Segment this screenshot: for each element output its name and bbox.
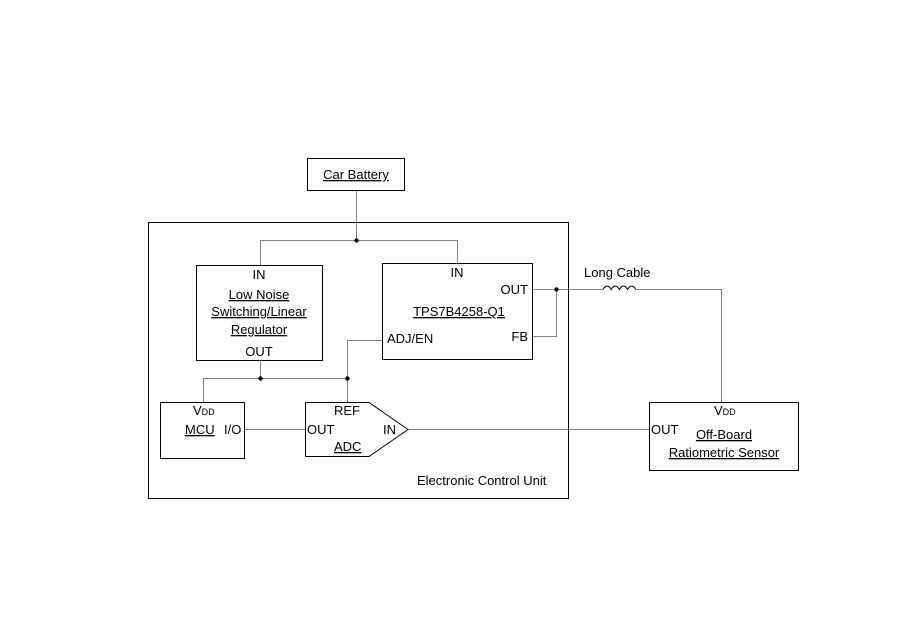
ecu-label: Electronic Control Unit: [417, 473, 547, 488]
tps-fb-pin: FB: [511, 329, 528, 344]
adc-ref-pin: REF: [334, 403, 360, 418]
adc-block: REF OUT IN ADC: [305, 402, 409, 457]
wires: [203, 190, 722, 430]
long-cable-label: Long Cable: [584, 265, 651, 280]
tps7b4258-block: IN OUT TPS7B4258-Q1 ADJ/EN FB: [382, 263, 533, 360]
regulator-in-pin: IN: [253, 267, 266, 282]
inductor-cable-icon: [602, 285, 637, 291]
sensor-vdd-label: VDD: [714, 403, 736, 418]
sensor-block: VDD OUT Off-Board Ratiometric Sensor: [649, 402, 799, 471]
ecu-boundary: Electronic Control Unit: [148, 222, 569, 499]
tps-adj-pin: ADJ/EN: [387, 331, 433, 346]
tps-in-pin: IN: [451, 265, 464, 280]
car-battery-block: Car Battery: [307, 158, 405, 191]
adc-out-pin: OUT: [307, 422, 335, 437]
battery-label: Car Battery: [323, 167, 389, 182]
mcu-name: MCU: [185, 422, 215, 437]
sensor-name-2: Ratiometric Sensor: [669, 445, 780, 460]
regulator-out-pin: OUT: [245, 344, 273, 359]
adc-name: ADC: [334, 439, 361, 454]
mcu-vdd-label: VDD: [193, 403, 215, 418]
tps-name: TPS7B4258-Q1: [413, 304, 505, 319]
regulator-name-2: Switching/Linear: [211, 304, 307, 319]
adc-in-pin: IN: [383, 422, 396, 437]
mcu-io-pin: I/O: [224, 422, 241, 437]
mcu-block: VDD MCU I/O: [160, 402, 245, 459]
regulator-block: IN Low Noise Switching/Linear Regulator …: [196, 265, 323, 361]
junction-dots: [258, 238, 559, 381]
regulator-name-1: Low Noise: [229, 287, 290, 302]
sensor-out-pin: OUT: [651, 422, 679, 437]
sensor-name-1: Off-Board: [696, 427, 752, 442]
tps-out-pin: OUT: [501, 282, 529, 297]
regulator-name-3: Regulator: [231, 322, 288, 337]
